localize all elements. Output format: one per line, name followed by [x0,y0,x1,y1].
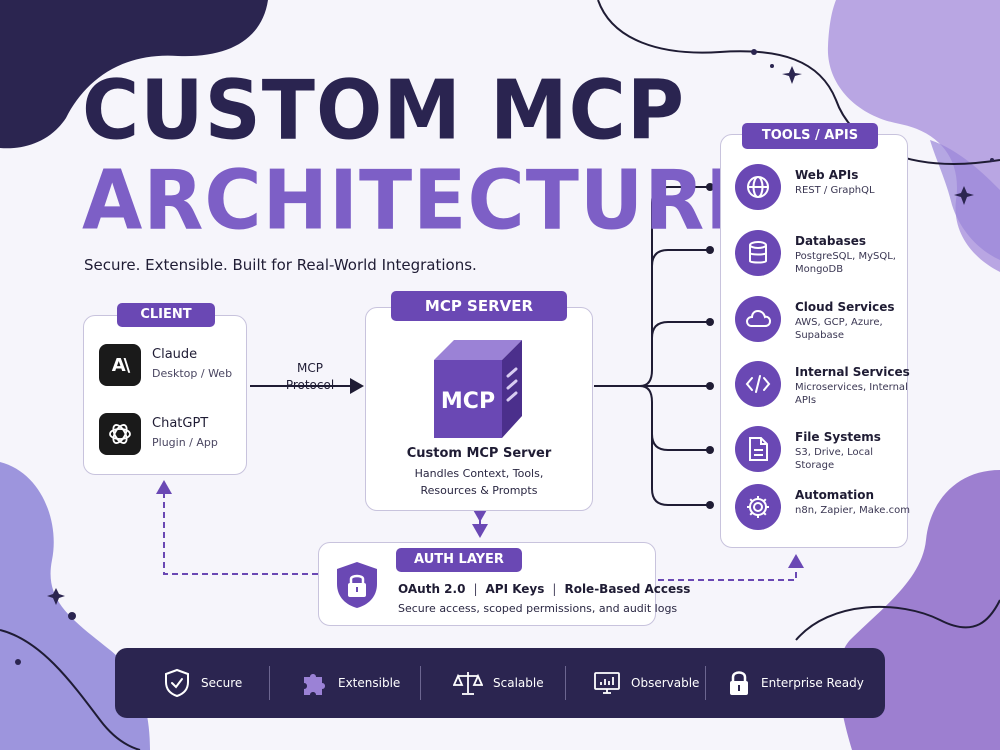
auth-methods: OAuth 2.0|API Keys|Role-Based Access [398,582,691,596]
sparkle-star-2 [954,186,974,205]
lock-icon [730,671,748,695]
sparkle-star-1 [782,66,802,84]
openai-icon [99,413,141,455]
feature-enterprise-ready: Enterprise Ready [727,648,864,718]
tool-description: AWS, GCP, Azure, Supabase [795,317,883,341]
puzzle-icon [304,674,325,695]
cube-label: MCP [441,389,495,414]
tools-label: TOOLS / APIS [742,123,878,149]
cloud-icon [735,296,781,342]
client-subtitle: Plugin / App [152,436,218,449]
feature-scalable: Scalable [453,648,544,718]
scale-icon [453,672,483,695]
feature-bar: Secure Extensible Scalable Observable En… [115,648,885,718]
feature-label: Scalable [493,676,544,690]
client-name: Claude [152,347,198,362]
client-name: ChatGPT [152,416,209,431]
anthropic-icon: A\ [99,344,141,386]
feature-divider [269,666,270,700]
dot-1 [770,64,774,68]
bottom-left-curve [0,629,141,750]
feature-label: Extensible [338,676,401,690]
monitor-chart-icon [594,672,620,694]
globe-icon [735,164,781,210]
feature-observable: Observable [593,648,699,718]
dot-4 [15,659,21,665]
feature-divider [565,666,566,700]
auth-label: AUTH LAYER [396,548,522,572]
tool-description: PostgreSQL, MySQL, MongoDB [795,251,896,275]
shield-lock-icon [337,562,377,608]
auth-to-client-dashed-link [156,480,318,575]
top-left-blob [0,0,268,149]
auth-method-oauth: OAuth 2.0 [398,582,466,596]
tool-name: Internal Services [795,365,910,379]
code-icon [735,361,781,407]
page-title-line-1: CUSTOM MCP [82,63,686,159]
feature-label: Enterprise Ready [761,676,864,690]
feature-divider [420,666,421,700]
auth-description: Secure access, scoped permissions, and a… [398,602,678,615]
server-description: Handles Context, Tools, Resources & Prom… [414,467,544,497]
bottom-right-curve [795,599,1000,641]
dot-5 [990,158,994,162]
mcp-cube-icon: MCP [434,340,522,438]
feature-extensible: Extensible [300,648,400,718]
feature-secure: Secure [163,648,242,718]
tool-description: S3, Drive, Local Storage [795,447,874,471]
client-label: CLIENT [117,303,215,327]
tool-description: n8n, Zapier, Make.com [795,505,910,516]
shield-check-icon [165,668,189,698]
tool-name: File Systems [795,430,881,444]
server-label: MCP SERVER [391,291,567,321]
server-to-tools-tree [594,186,708,506]
bottom-left-blob [0,462,150,750]
feature-label: Secure [201,676,243,690]
auth-to-tools-dashed-link [658,554,804,581]
dot-3 [68,612,76,620]
protocol-label: MCP Protocol [285,361,335,392]
auth-method-rbac: Role-Based Access [564,582,691,596]
tool-name: Web APIs [795,168,859,182]
tree-end-dots [706,183,714,509]
file-icon [735,426,781,472]
dot-2 [751,49,757,55]
page-title-line-2: ARCHITECTURE [82,153,760,249]
tool-name: Databases [795,234,867,248]
server-name: Custom MCP Server [406,446,552,461]
database-icon [735,230,781,276]
tool-name: Automation [795,488,875,502]
page-subtitle: Secure. Extensible. Built for Real-World… [84,256,477,274]
feature-divider [705,666,706,700]
gear-icon [735,484,781,530]
tool-description: REST / GraphQL [795,185,875,196]
tool-description: Microservices, Internal APIs [795,382,908,406]
auth-method-api-keys: API Keys [485,582,545,596]
tool-name: Cloud Services [795,300,895,314]
sparkle-star-3 [47,588,65,605]
client-subtitle: Desktop / Web [152,367,233,380]
feature-label: Observable [631,676,700,690]
